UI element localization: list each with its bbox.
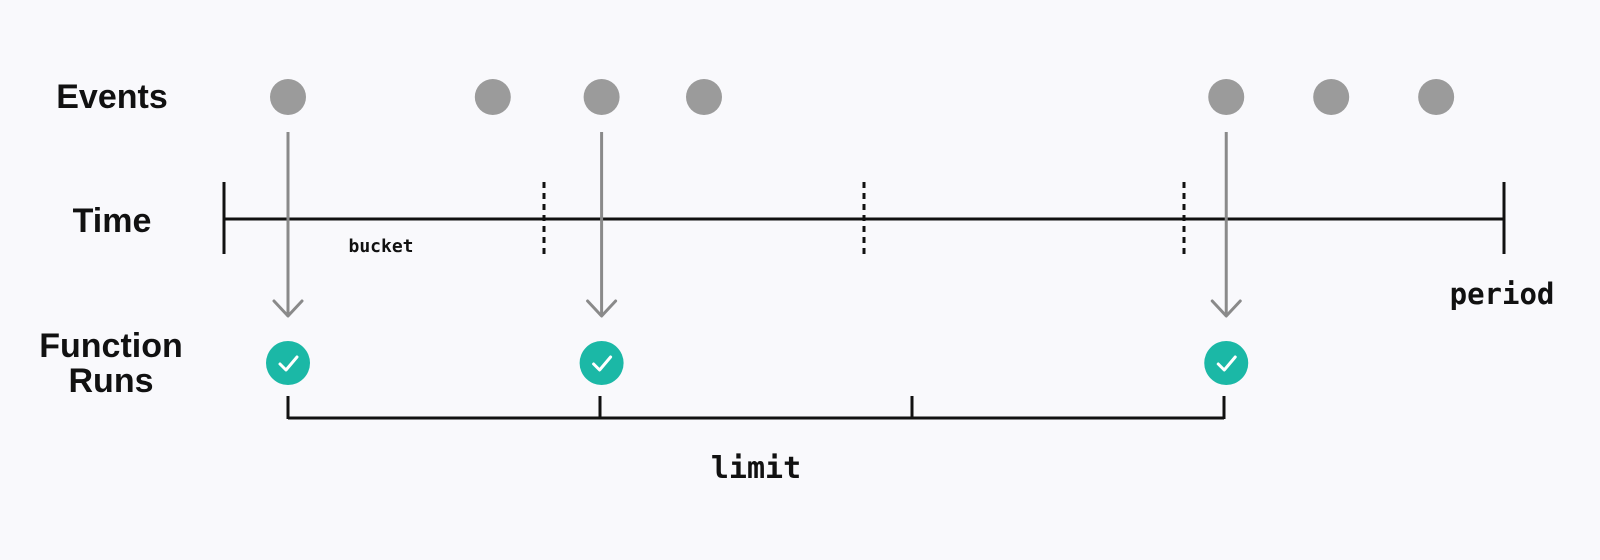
event-dot (686, 79, 722, 115)
arrow-down-icon (1210, 132, 1242, 318)
arrow-head (1210, 299, 1242, 318)
arrows-layer (272, 132, 1242, 318)
run-circle (1204, 341, 1249, 385)
arrow-head (272, 299, 304, 318)
event-dot (583, 79, 620, 115)
function-run-success (1204, 341, 1249, 385)
period-label: period (1450, 277, 1555, 311)
events-row-label: Events (56, 78, 168, 116)
check-icon (1216, 355, 1237, 372)
limit-bracket (286, 396, 1226, 420)
function-runs-label-line2: Runs (69, 362, 154, 400)
time-axis (222, 182, 1506, 254)
function-runs-label-line1: Function (39, 327, 183, 365)
run-circle (579, 341, 624, 385)
bucket-dividers (542, 182, 1186, 254)
limit-label: limit (711, 451, 801, 486)
event-dot (270, 79, 306, 115)
check-icon (278, 355, 299, 372)
run-circle (266, 341, 310, 385)
arrow-head (586, 299, 618, 318)
time-row-label: Time (73, 202, 152, 240)
event-dot (1313, 79, 1350, 115)
events-layer (270, 79, 1455, 115)
function-run-success (579, 341, 624, 385)
function-run-success (266, 341, 310, 385)
bucket-label: bucket (348, 236, 413, 257)
arrow-down-icon (272, 132, 304, 318)
check-icon (592, 355, 613, 372)
limit-ticks (286, 396, 1226, 419)
event-dot (474, 79, 511, 115)
arrow-down-icon (586, 132, 618, 318)
runs-layer (266, 341, 1249, 385)
event-dot (1418, 79, 1455, 115)
event-dot (1208, 79, 1245, 115)
